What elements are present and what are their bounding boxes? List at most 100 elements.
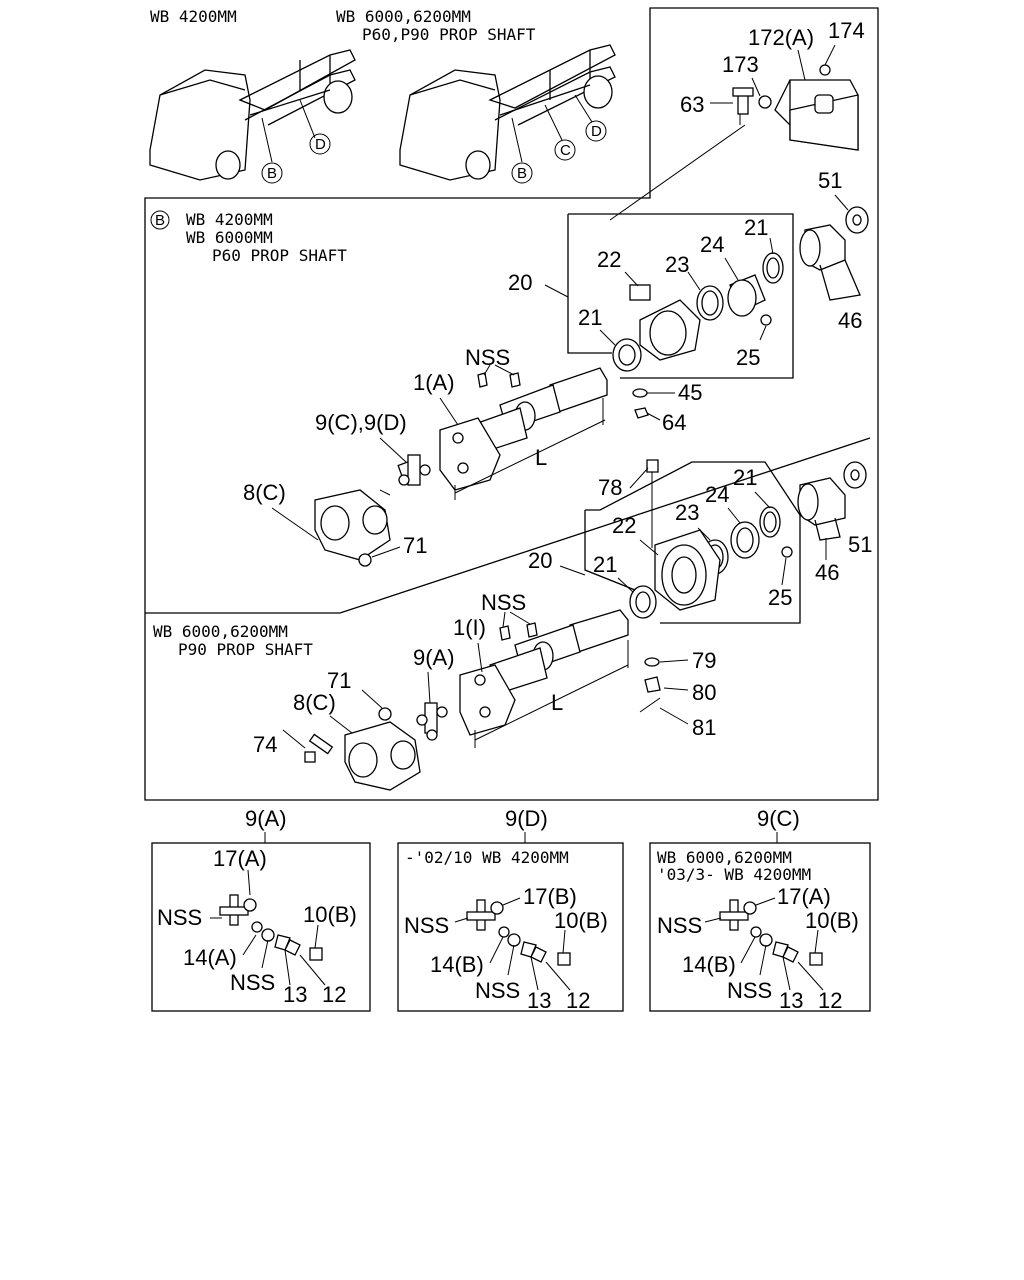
section-b-label-1a: 1(A): [413, 370, 455, 395]
section-b-label-45: 45: [678, 380, 702, 405]
section-b-label-8c: 8(C): [243, 480, 286, 505]
joint-box-9d-note-1: -'02/10 WB 4200MM: [405, 848, 569, 867]
truck-left-callout-d: D: [315, 136, 326, 153]
section-b-title-1: WB 4200MM: [186, 210, 273, 229]
section-b-label-21-top: 21: [744, 215, 768, 240]
section-p90-title-1: WB 6000,6200MM: [153, 622, 288, 641]
joint-box-9d-label-13: 13: [527, 988, 551, 1013]
label-172a: 172(A): [748, 25, 814, 50]
joint-box-9a-label-12: 12: [322, 982, 346, 1007]
section-p90-title-2: P90 PROP SHAFT: [178, 640, 313, 659]
joint-box-9c: 9(C) WB 6000,6200MM '03/3- WB 4200MM: [649, 806, 871, 1012]
section-p90-label-74: 74: [253, 732, 277, 757]
section-p90-label-21-bottom: 21: [593, 552, 617, 577]
joint-box-9a: 9(A): [151, 806, 371, 1012]
section-b-circle-label: B: [155, 212, 165, 229]
section-p90-label-81: 81: [692, 715, 716, 740]
joint-box-9d: 9(D) -'02/10 WB 4200MM: [397, 806, 624, 1012]
section-p90-label-1i: 1(I): [453, 615, 486, 640]
label-174: 174: [828, 18, 865, 43]
section-b-label-51: 51: [818, 168, 842, 193]
truck-right-callout-c: C: [560, 142, 571, 159]
joint-box-9d-label-12: 12: [566, 988, 590, 1013]
joint-box-9d-label-17: 17(B): [523, 884, 577, 909]
joint-box-9a-caption: 9(A): [245, 806, 287, 831]
joint-box-9a-label-17: 17(A): [213, 846, 267, 871]
section-b-title-2: WB 6000MM: [186, 228, 273, 247]
section-b-label-25: 25: [736, 345, 760, 370]
section-b-circle-icon: [150, 210, 170, 230]
section-p90-label-23: 23: [675, 500, 699, 525]
section-p90-label-46: 46: [815, 560, 839, 585]
truck-illustration-left: [149, 49, 356, 184]
section-b-label-24: 24: [700, 232, 724, 257]
section-p90-label-9a: 9(A): [413, 645, 455, 670]
section-b-label-20: 20: [508, 270, 532, 295]
section-p90-label-79: 79: [692, 648, 716, 673]
section-b-universal-joint: [314, 454, 431, 567]
joint-box-9d-label-nss-1: NSS: [404, 913, 449, 938]
main-frame: [144, 7, 879, 801]
section-b-center-bearing: [612, 206, 869, 372]
joint-box-9c-label-17: 17(A): [777, 884, 831, 909]
joint-box-9a-label-10: 10(B): [303, 902, 357, 927]
section-p90-label-51: 51: [848, 532, 872, 557]
joint-box-9a-label-13: 13: [283, 982, 307, 1007]
joint-box-9c-label-14: 14(B): [682, 952, 736, 977]
section-p90-label-l: L: [551, 690, 563, 715]
section-b-inset-box: [567, 213, 794, 379]
header-left-title: WB 4200MM: [150, 7, 237, 26]
joint-box-9c-label-10: 10(B): [805, 908, 859, 933]
section-divider: [145, 437, 871, 614]
section-p90-label-80: 80: [692, 680, 716, 705]
section-b-label-l: L: [535, 445, 547, 470]
section-p90-label-21-top: 21: [733, 465, 757, 490]
section-b-label-nss: NSS: [465, 345, 510, 370]
joint-box-9c-note-1: WB 6000,6200MM: [657, 848, 792, 867]
joint-box-9c-label-nss-1: NSS: [657, 913, 702, 938]
section-p90-label-71: 71: [327, 668, 351, 693]
section-p90-label-nss: NSS: [481, 590, 526, 615]
section-b-label-21-bottom: 21: [578, 305, 602, 330]
bracket-assembly: [609, 64, 859, 221]
joint-box-9a-label-nss-1: NSS: [157, 905, 202, 930]
joint-box-9c-label-13: 13: [779, 988, 803, 1013]
section-b-label-22: 22: [597, 247, 621, 272]
joint-box-9d-label-14: 14(B): [430, 952, 484, 977]
joint-box-9d-caption: 9(D): [505, 806, 548, 831]
section-b-title-3: P60 PROP SHAFT: [212, 246, 347, 265]
truck-left-callout-b: B: [267, 165, 277, 182]
section-p90-label-24: 24: [705, 482, 729, 507]
section-p90-center-bearing: [629, 459, 867, 619]
section-b-label-64: 64: [662, 410, 686, 435]
section-b-label-23: 23: [665, 252, 689, 277]
label-63: 63: [680, 92, 704, 117]
section-b-label-71: 71: [403, 533, 427, 558]
section-p90-prop-shaft: [459, 609, 689, 748]
joint-box-9d-label-10: 10(B): [554, 908, 608, 933]
header-right-title-2: P60,P90 PROP SHAFT: [362, 25, 536, 44]
joint-box-9c-note-2: '03/3- WB 4200MM: [657, 865, 811, 884]
section-p90-inset-box: [584, 461, 801, 624]
joint-box-9a-label-nss-2: NSS: [230, 970, 275, 995]
section-p90-label-78: 78: [598, 475, 622, 500]
section-b-label-9c-9d: 9(C),9(D): [315, 410, 407, 435]
section-b-prop-shaft: [439, 364, 649, 500]
section-p90-label-20: 20: [528, 548, 552, 573]
label-173: 173: [722, 52, 759, 77]
joint-box-9a-label-14: 14(A): [183, 945, 237, 970]
truck-right-callout-b: B: [517, 165, 527, 182]
joint-box-9d-label-nss-2: NSS: [475, 978, 520, 1003]
joint-box-9c-caption: 9(C): [757, 806, 800, 831]
header-right-title-1: WB 6000,6200MM: [336, 7, 471, 26]
section-p90-label-22: 22: [612, 513, 636, 538]
truck-illustration-right: [399, 44, 616, 184]
section-p90-label-8c: 8(C): [293, 690, 336, 715]
joint-box-9c-label-12: 12: [818, 988, 842, 1013]
section-p90-label-25: 25: [768, 585, 792, 610]
joint-box-9c-label-nss-2: NSS: [727, 978, 772, 1003]
section-p90-universal-joint: [304, 702, 448, 791]
truck-right-callout-d: D: [591, 123, 602, 140]
section-b-label-46: 46: [838, 308, 862, 333]
